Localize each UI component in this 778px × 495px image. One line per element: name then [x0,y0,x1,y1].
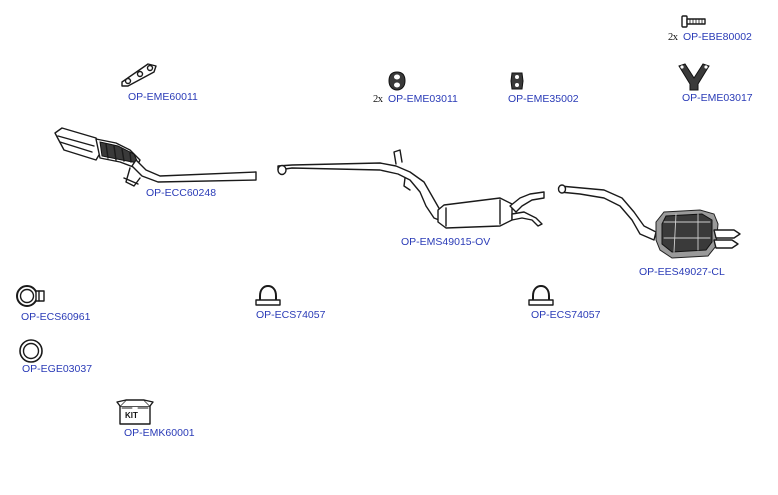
mounting-bracket-icon[interactable] [118,60,160,88]
rear-silencer-icon[interactable] [557,184,741,259]
middle-silencer-icon[interactable] [277,149,545,229]
part-code-link[interactable]: OP-ECC60248 [146,187,217,199]
part-code-link[interactable]: OP-EME03011 [388,93,458,105]
pipe-clamp-icon[interactable] [14,283,48,311]
u-clamp-icon[interactable] [527,284,555,308]
quantity-label: 2x [668,32,678,43]
hanger-bracket-icon[interactable] [676,62,712,92]
part-code-link[interactable]: OP-EMK60001 [124,427,195,439]
quantity-label: 2x [373,94,383,105]
part-code-link[interactable]: OP-EME60011 [128,91,198,103]
mounting-kit-icon[interactable] [116,398,154,426]
part-code-link[interactable]: OP-EME03017 [682,92,753,104]
kit-label: KIT [125,411,138,420]
rubber-hanger-icon[interactable] [509,71,525,91]
part-code-link[interactable]: OP-ECS60961 [21,311,91,323]
gasket-ring-icon[interactable] [18,338,46,364]
part-code-link[interactable]: OP-ECS74057 [256,309,326,321]
bolt-icon[interactable] [680,14,708,30]
catalytic-converter-icon[interactable] [54,127,257,187]
u-clamp-icon[interactable] [254,284,282,308]
part-code-link[interactable]: OP-EMS49015-OV [401,236,491,248]
part-code-link[interactable]: OP-EGE03037 [22,363,93,375]
rubber-hanger-icon[interactable] [387,70,407,92]
part-code-link[interactable]: OP-EES49027-CL [639,266,725,278]
part-code-link[interactable]: OP-EBE80002 [683,31,752,43]
part-code-link[interactable]: OP-EME35002 [508,93,579,105]
part-code-link[interactable]: OP-ECS74057 [531,309,601,321]
